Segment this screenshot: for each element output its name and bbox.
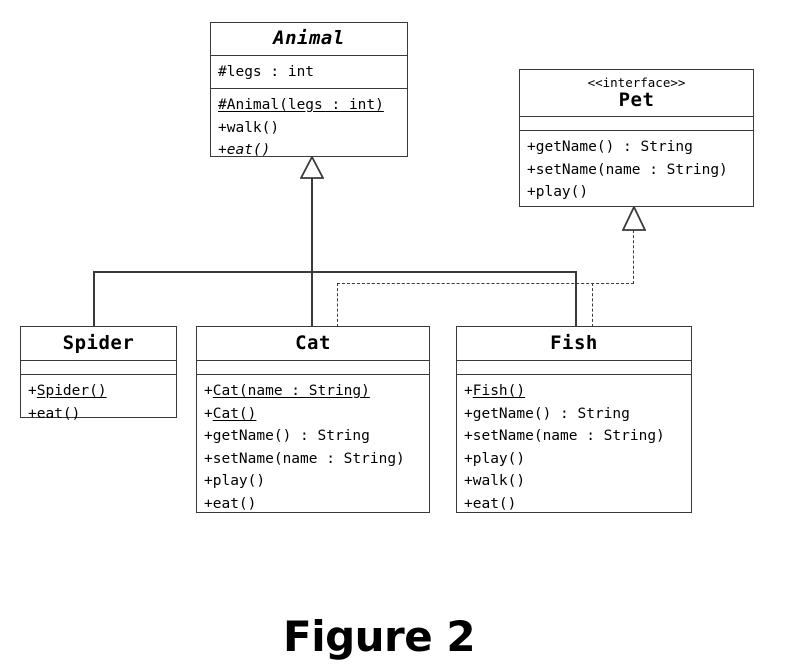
class-box-fish[interactable]: Fish +Fish() +getName() : String +setNam… xyxy=(456,326,692,513)
generalization-branch-cat xyxy=(311,271,313,327)
realization-bus-pet xyxy=(337,283,634,284)
generalization-trunk-animal xyxy=(311,178,313,273)
operation-row: #Animal(legs : int) xyxy=(218,97,384,113)
realization-trunk-pet xyxy=(633,230,634,284)
stereotype-label-interface: <<interface>> xyxy=(587,74,686,90)
class-name-fish: Fish xyxy=(550,331,598,354)
class-header-spider: Spider xyxy=(21,327,176,361)
figure-caption: Figure 2 xyxy=(283,612,476,661)
attribute-row: #legs : int xyxy=(218,64,315,80)
class-attributes-cat xyxy=(197,361,429,375)
class-operations-fish: +Fish() +getName() : String +setName(nam… xyxy=(457,375,691,521)
realization-arrow-pet xyxy=(622,206,646,232)
operation-row: +eat() xyxy=(218,142,271,158)
class-box-pet[interactable]: <<interface>> Pet +getName() : String +s… xyxy=(519,69,754,207)
class-attributes-pet xyxy=(520,117,753,131)
class-operations-pet: +getName() : String +setName(name : Stri… xyxy=(520,131,753,210)
class-attributes-animal: #legs : int xyxy=(211,56,407,89)
class-box-spider[interactable]: Spider +Spider() +eat() xyxy=(20,326,177,422)
operation-row: +play() xyxy=(204,473,266,489)
operation-row: +setName(name : String) xyxy=(204,450,405,467)
class-operations-animal: #Animal(legs : int) +walk() +eat() xyxy=(211,89,407,168)
generalization-bus-animal xyxy=(93,271,577,273)
class-box-animal[interactable]: Animal #legs : int #Animal(legs : int) +… xyxy=(210,22,408,158)
operation-row: +Fish() xyxy=(464,383,526,399)
class-name-animal: Animal xyxy=(273,27,345,50)
operation-row: +Cat(name : String) xyxy=(204,383,370,399)
class-operations-cat: +Cat(name : String) +Cat() +getName() : … xyxy=(197,375,429,521)
operation-row: +setName(name : String) xyxy=(527,161,728,178)
operation-row: +eat() xyxy=(464,495,517,512)
operation-row: +play() xyxy=(527,184,589,200)
generalization-branch-fish xyxy=(575,271,577,327)
class-attributes-fish xyxy=(457,361,691,375)
operation-row: +getName() : String xyxy=(527,139,693,155)
class-name-spider: Spider xyxy=(62,331,135,354)
operation-row: +eat() xyxy=(28,405,81,422)
generalization-arrow-animal xyxy=(300,156,324,179)
operation-row: +getName() : String xyxy=(464,405,630,422)
operation-row: +setName(name : String) xyxy=(464,428,665,444)
operation-row: +play() xyxy=(464,450,526,467)
operation-row: +walk() xyxy=(218,119,280,136)
operation-row: +getName() : String xyxy=(204,428,370,444)
operation-row: +eat() xyxy=(204,495,257,512)
class-box-cat[interactable]: Cat +Cat(name : String) +Cat() +getName(… xyxy=(196,326,430,513)
class-operations-spider: +Spider() +eat() xyxy=(21,375,176,431)
operation-row: +walk() xyxy=(464,473,526,489)
operation-row: +Spider() xyxy=(28,383,107,399)
generalization-branch-spider xyxy=(93,271,95,327)
class-header-fish: Fish xyxy=(457,327,691,361)
class-name-pet: Pet xyxy=(618,88,655,111)
class-header-animal: Animal xyxy=(211,23,407,56)
class-header-cat: Cat xyxy=(197,327,429,361)
class-header-pet: <<interface>> Pet xyxy=(520,70,753,117)
class-name-cat: Cat xyxy=(295,331,331,354)
realization-branch-cat xyxy=(337,283,338,327)
operation-row: +Cat() xyxy=(204,405,257,422)
class-attributes-spider xyxy=(21,361,176,375)
realization-branch-fish xyxy=(592,283,593,327)
